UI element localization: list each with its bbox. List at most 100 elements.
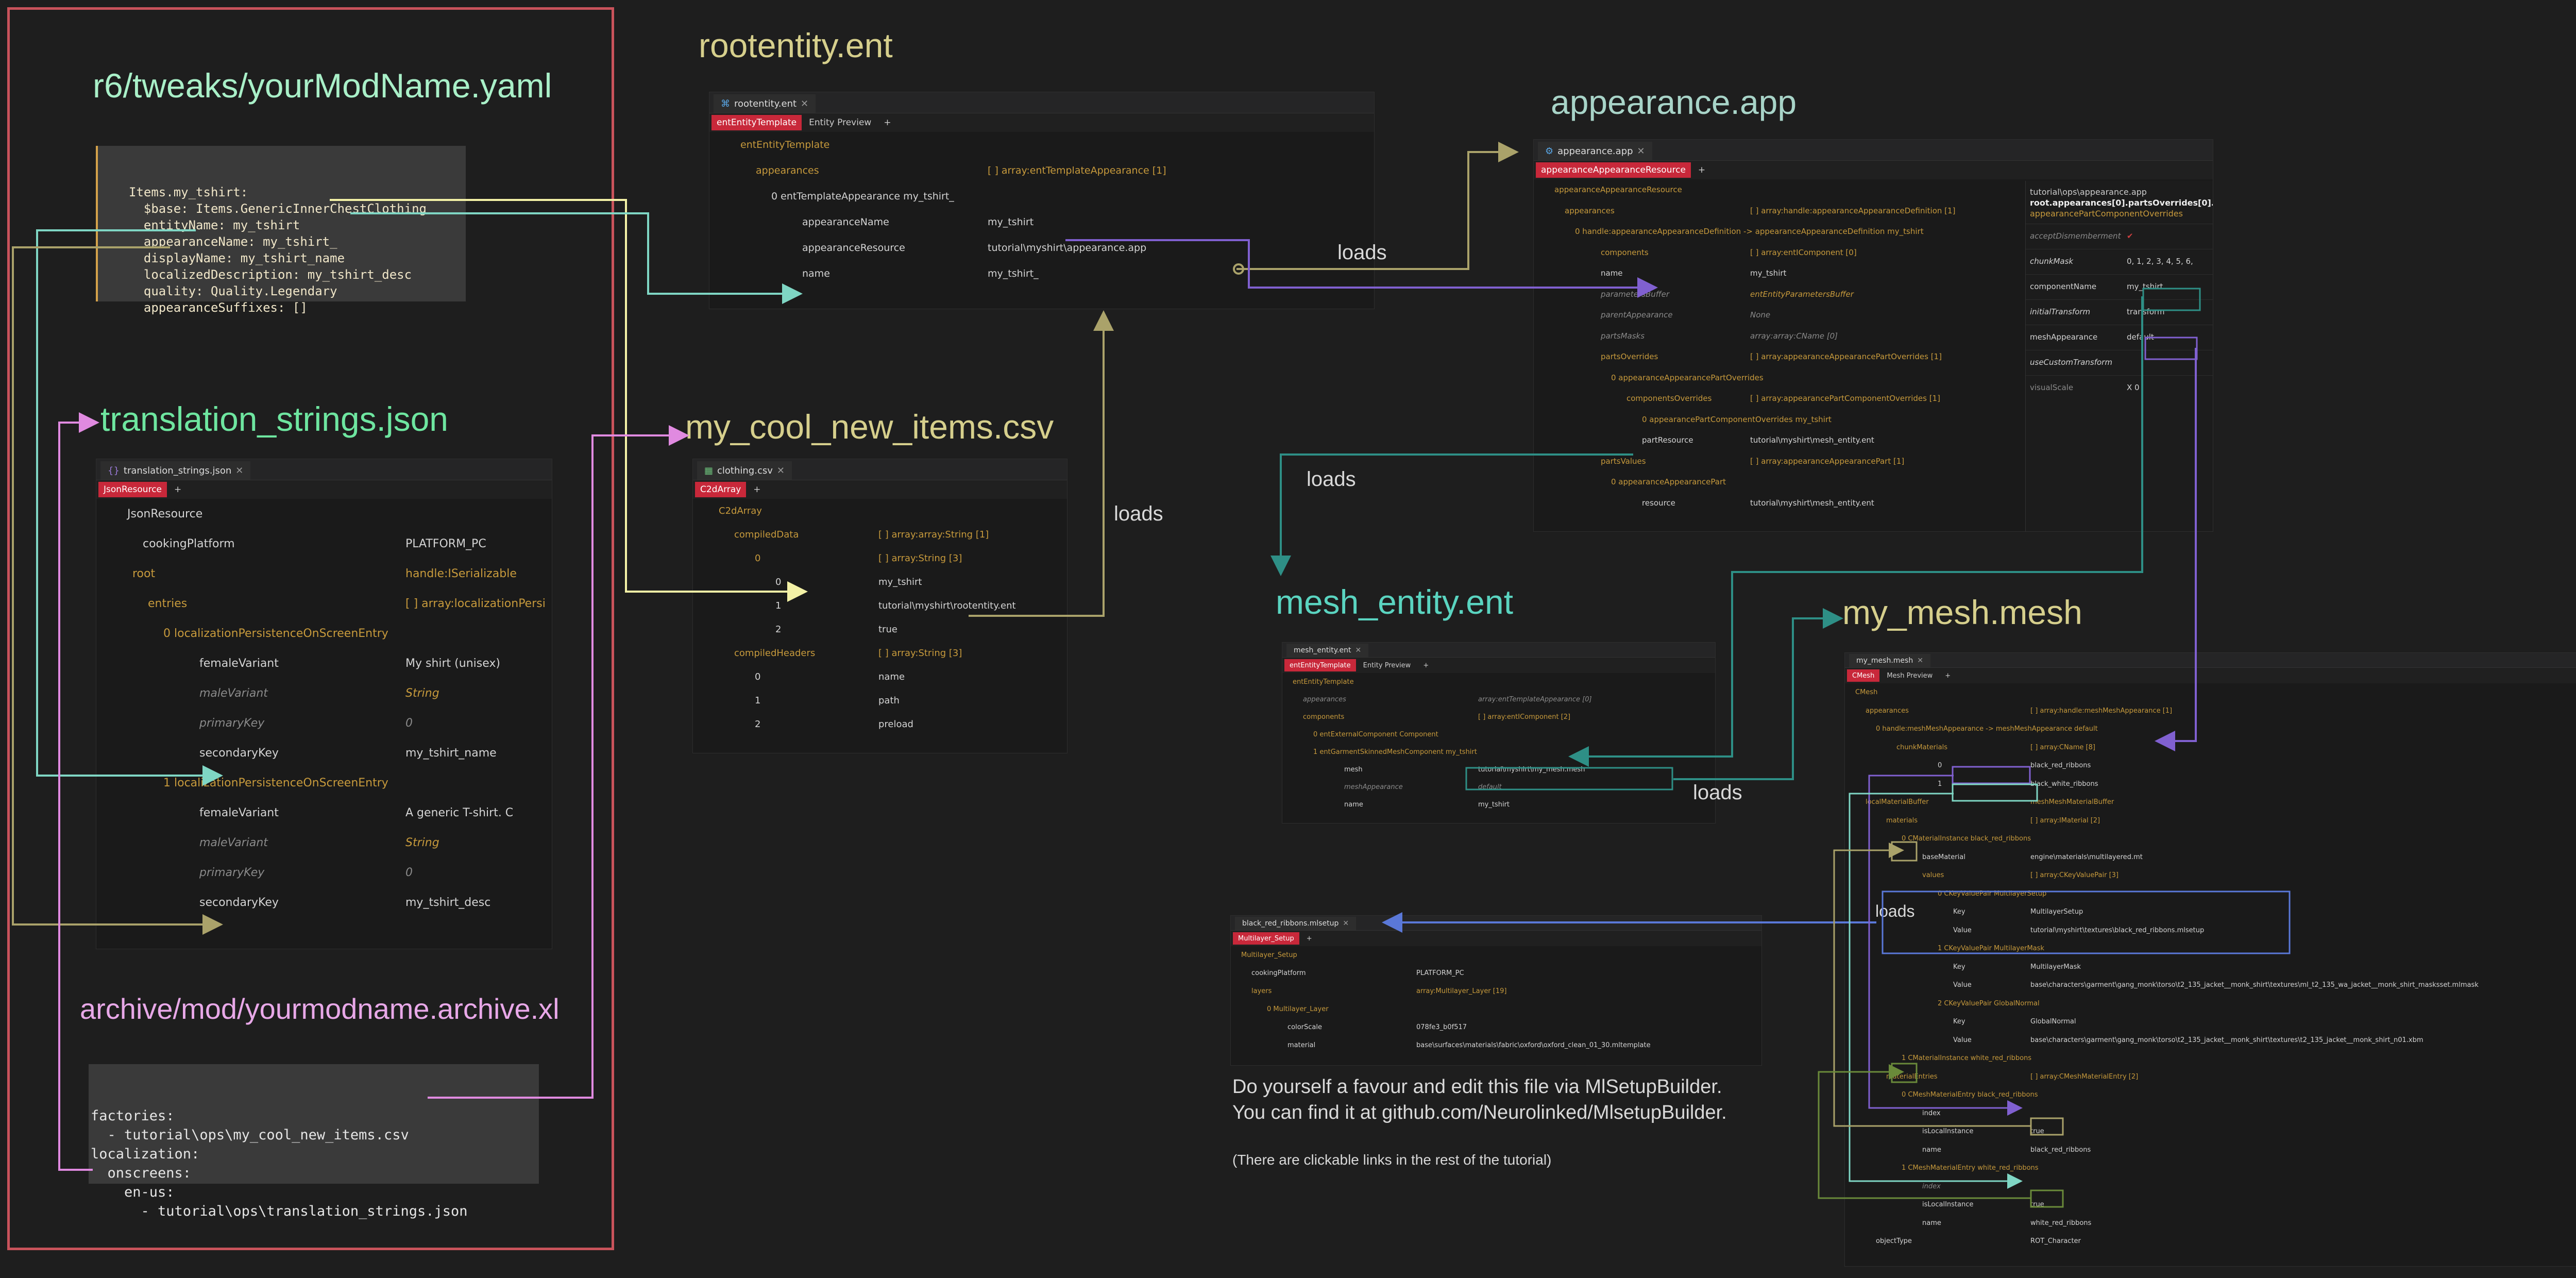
tree-row[interactable]: entEntityTemplate: [1282, 673, 1715, 691]
tree-row[interactable]: compiledHeaders[ ] array:String [3]: [693, 641, 1067, 665]
tree-row[interactable]: components[ ] array:entIComponent [0]: [1534, 242, 2023, 263]
tree-row[interactable]: compiledData[ ] array:array:String [1]: [693, 523, 1067, 546]
tree-row[interactable]: appearances[ ] array:entTemplateAppearan…: [709, 158, 1374, 183]
tree-row[interactable]: 0[ ] array:String [3]: [693, 546, 1067, 570]
tree-row[interactable]: entries[ ] array:localizationPersi: [96, 588, 552, 618]
close-icon[interactable]: ✕: [235, 465, 244, 476]
subtab-c2darray[interactable]: C2dArray: [695, 482, 747, 497]
tree-row[interactable]: index: [1845, 1104, 2576, 1123]
subtab-ententitytemplate[interactable]: entEntityTemplate: [1284, 659, 1356, 671]
tree-row[interactable]: 0 CMaterialInstance black_red_ribbons: [1845, 830, 2576, 848]
close-icon[interactable]: ✕: [1917, 657, 1923, 665]
property-value[interactable]: default: [2127, 332, 2154, 342]
property-row[interactable]: acceptDismemberment✔: [2026, 224, 2213, 249]
tree-row[interactable]: 0 entExternalComponent Component: [1282, 726, 1715, 743]
property-value[interactable]: transform: [2127, 307, 2165, 316]
tree-row[interactable]: componentsOverrides[ ] array:appearanceP…: [1534, 388, 2023, 409]
tree-row[interactable]: 2 CKeyValuePair GlobalNormal: [1845, 995, 2576, 1013]
property-value[interactable]: X 0: [2127, 383, 2140, 392]
tree-row[interactable]: 0 CMeshMaterialEntry black_red_ribbons: [1845, 1086, 2576, 1104]
add-tab-button[interactable]: +: [884, 117, 891, 128]
csv-file-tab[interactable]: ▦clothing.csv✕: [697, 461, 792, 480]
property-value[interactable]: ✔: [2127, 231, 2133, 241]
mlsetup-file-tab[interactable]: black_red_ribbons.mlsetup✕: [1235, 917, 1357, 930]
tree-row[interactable]: materials[ ] array:IMaterial [2]: [1845, 812, 2576, 830]
close-icon[interactable]: ✕: [776, 465, 785, 476]
tree-row[interactable]: JsonResource: [96, 499, 552, 529]
tree-row[interactable]: 1 CMaterialInstance white_red_ribbons: [1845, 1049, 2576, 1068]
subtab-multilayer-setup[interactable]: Multilayer_Setup: [1233, 932, 1299, 945]
tree-row[interactable]: components[ ] array:entIComponent [2]: [1282, 708, 1715, 726]
tree-row[interactable]: 0 appearancePartComponentOverrides my_ts…: [1534, 409, 2023, 430]
tree-row[interactable]: entEntityTemplate: [709, 132, 1374, 158]
add-tab-button[interactable]: +: [753, 484, 761, 495]
add-tab-button[interactable]: +: [1423, 661, 1429, 669]
close-icon[interactable]: ✕: [801, 98, 809, 109]
tree-row[interactable]: 0 localizationPersistenceOnScreenEntry: [96, 618, 552, 648]
tree-row[interactable]: 0 handle:appearanceAppearanceDefinition …: [1534, 221, 2023, 242]
subtab-cmesh[interactable]: CMesh: [1847, 669, 1880, 682]
tree-row[interactable]: 1 localizationPersistenceOnScreenEntry: [96, 768, 552, 798]
close-icon[interactable]: ✕: [1637, 145, 1645, 157]
translation-file-tab[interactable]: {}translation_strings.json✕: [100, 461, 251, 480]
tree-row[interactable]: 0 handle:meshMeshAppearance -> meshMeshA…: [1845, 720, 2576, 738]
subtab-appearance-resource[interactable]: appearanceAppearanceResource: [1536, 162, 1691, 178]
tree-row[interactable]: chunkMaterials[ ] array:CName [8]: [1845, 738, 2576, 757]
tree-row[interactable]: 0 appearanceAppearancePartOverrides: [1534, 367, 2023, 389]
appearance-file-tab[interactable]: ⚙appearance.app✕: [1538, 142, 1652, 160]
subtab-entity-preview[interactable]: Entity Preview: [1363, 661, 1411, 669]
tree-row[interactable]: 1 CMeshMaterialEntry white_red_ribbons: [1845, 1159, 2576, 1178]
add-tab-button[interactable]: +: [1306, 934, 1312, 943]
tree-row[interactable]: 0 Multilayer_Layer: [1231, 1000, 1761, 1018]
close-icon[interactable]: ✕: [1355, 646, 1362, 654]
tree-row[interactable]: 1 entGarmentSkinnedMeshComponent my_tshi…: [1282, 743, 1715, 761]
add-tab-button[interactable]: +: [174, 484, 182, 495]
tree-row[interactable]: values[ ] array:CKeyValuePair [3]: [1845, 866, 2576, 885]
subtab-mesh-preview[interactable]: Mesh Preview: [1887, 671, 1933, 680]
mesh-file-tab[interactable]: my_mesh.mesh✕: [1849, 654, 1930, 667]
subtab-entity-preview[interactable]: Entity Preview: [809, 117, 872, 128]
mesh-entity-file-tab[interactable]: mesh_entity.ent✕: [1286, 644, 1369, 657]
property-value[interactable]: my_tshirt: [2127, 282, 2163, 291]
